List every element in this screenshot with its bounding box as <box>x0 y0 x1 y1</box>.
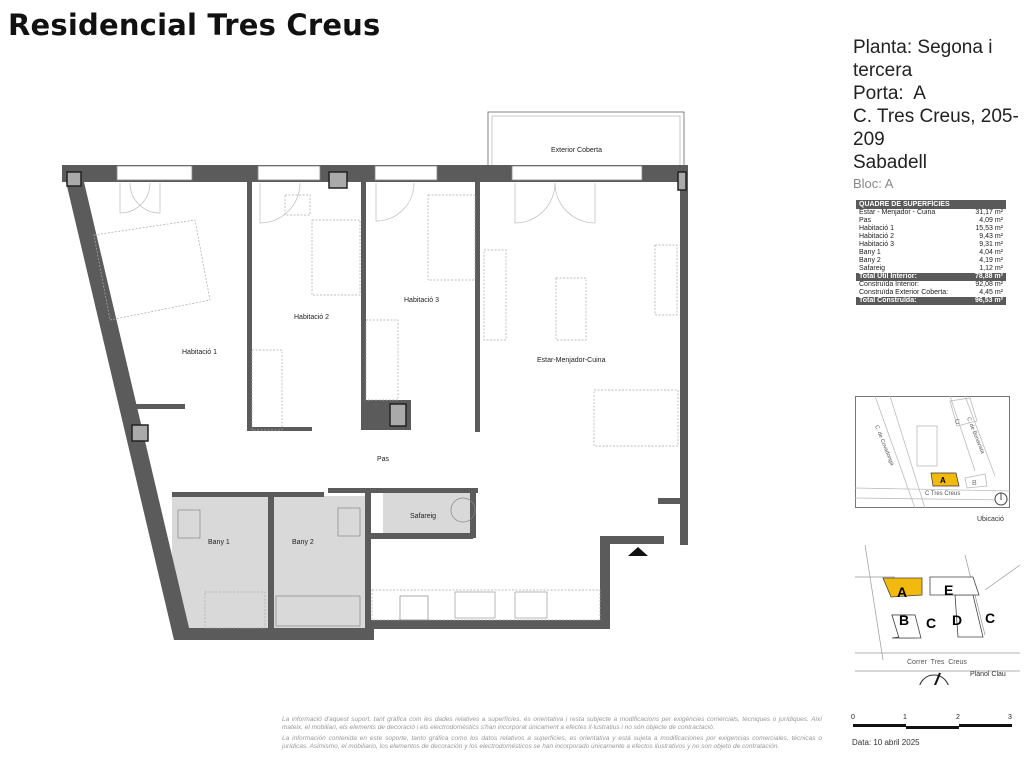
block-a-highlight <box>930 472 960 487</box>
disclaimer-ca: La informació d'aquest suport, tant gràf… <box>282 716 822 731</box>
disclaimer: La informació d'aquest suport, tant gràf… <box>282 716 822 754</box>
key-plan-caption: Plànol Clau <box>970 671 1006 678</box>
scale-tick-3: 3 <box>1008 714 1012 721</box>
room-label-safareig: Safareig <box>410 513 437 520</box>
room-label-bany-1: Bany 1 <box>208 539 230 546</box>
row-label: Pas <box>859 217 872 224</box>
row-value: 9,31 m² <box>979 241 1003 248</box>
scale-tick-0: 0 <box>851 714 855 721</box>
map-block-b: B <box>972 480 977 487</box>
key-street: Correr Tres Creus <box>907 659 967 666</box>
room-label-pas: Pas <box>377 456 390 463</box>
row-label: Estar - Menjador - Cuina <box>859 209 936 216</box>
row-label: Construïda Interior: <box>859 281 919 288</box>
street-tres-creus: C Tres Creus <box>925 491 960 497</box>
table-row: Bany 1 4,04 m² <box>856 249 1006 257</box>
row-label: Safareig <box>859 265 886 272</box>
room-label-habitacio-3: Habitació 3 <box>404 297 440 304</box>
table-row: Pas 4,09 m² <box>856 217 1006 225</box>
table-row: Construïda Exterior Coberta: 4,45 m² <box>856 289 1006 297</box>
row-value: 1,12 m² <box>979 265 1003 272</box>
row-label: Habitació 1 <box>859 225 895 232</box>
row-label: Total Útil Interior: <box>859 273 917 280</box>
windows <box>116 165 643 181</box>
surfaces-header: QUADRE DE SUPERFÍCIES <box>856 200 1006 209</box>
table-row: Safareig 1,12 m² <box>856 265 1006 273</box>
room-label-habitacio-2: Habitació 2 <box>294 314 330 321</box>
row-label: Habitació 3 <box>859 241 895 248</box>
room-label-habitacio-1: Habitació 1 <box>182 349 218 356</box>
disclaimer-es: La información contenida en este soporte… <box>282 735 822 750</box>
key-block-c2: C <box>985 610 995 626</box>
row-label: Construïda Exterior Coberta: <box>859 289 949 296</box>
row-value: 4,09 m² <box>979 217 1003 224</box>
table-row: Bany 2 4,19 m² <box>856 257 1006 265</box>
row-value: 4,45 m² <box>979 289 1003 296</box>
surfaces-table: QUADRE DE SUPERFÍCIES Estar - Menjador -… <box>856 200 1006 305</box>
map-block-c: C <box>955 419 960 426</box>
row-value: 92,08 m² <box>975 281 1003 288</box>
entrance-arrow-icon <box>628 547 648 556</box>
columns <box>66 171 687 442</box>
room-label-exterior: Exterior Coberta <box>551 147 602 154</box>
date-label: Data: 10 abril 2025 <box>852 738 920 747</box>
table-row: Estar - Menjador - Cuina 31,17 m² <box>856 209 1006 217</box>
table-row: Habitació 2 9,43 m² <box>856 233 1006 241</box>
page-title: Residencial Tres Creus <box>8 8 381 42</box>
row-value: 15,53 m² <box>975 225 1003 232</box>
city-label: Sabadell <box>853 152 927 173</box>
table-row: Construïda Interior: 92,08 m² <box>856 281 1006 289</box>
room-label-bany-2: Bany 2 <box>292 539 314 546</box>
bathroom-2-floor <box>274 496 366 628</box>
unit-info: Planta: Segona i tercera Porta: A C. Tre… <box>853 36 1024 194</box>
total-util-row: Total Útil Interior: 78,88 m² <box>856 273 1006 281</box>
row-label: Bany 1 <box>859 249 881 256</box>
room-label-estar: Estar-Menjador-Cuina <box>537 357 606 364</box>
north-arrow-icon <box>933 672 941 685</box>
key-block-d: D <box>952 612 962 628</box>
key-plan: A E B C D C Correr Tres Creus <box>855 545 1020 685</box>
block-label: Bloc: A <box>853 176 894 191</box>
row-label: Bany 2 <box>859 257 881 264</box>
row-value: 96,53 m² <box>974 297 1003 304</box>
furniture <box>93 194 679 629</box>
key-block-b: B <box>899 612 909 628</box>
key-block-c: C <box>926 615 936 631</box>
scale-bar: 0 1 2 3 <box>851 714 1012 729</box>
table-row: Habitació 3 9,31 m² <box>856 241 1006 249</box>
map-block-a: A <box>940 476 946 485</box>
location-map: A B C C Tres Creus C. de Covadonga C. de… <box>855 396 1010 508</box>
total-construida-row: Total Construïda: 96,53 m² <box>856 297 1006 305</box>
scale-tick-1: 1 <box>903 714 907 721</box>
row-label: Habitació 2 <box>859 233 895 240</box>
row-value: 4,04 m² <box>979 249 1003 256</box>
table-row: Habitació 1 15,53 m² <box>856 225 1006 233</box>
bathroom-1-floor <box>172 496 268 628</box>
floor-label: Planta: Segona i tercera <box>853 37 993 81</box>
door-swings <box>119 182 596 224</box>
key-block-a: A <box>897 584 907 600</box>
address-label: C. Tres Creus, 205-209 <box>853 106 1019 150</box>
door-label: Porta: A <box>853 83 926 104</box>
row-value: 78,88 m² <box>974 273 1003 280</box>
row-value: 4,19 m² <box>979 257 1003 264</box>
row-label: Total Construïda: <box>859 297 917 304</box>
key-block-e: E <box>944 582 953 598</box>
scale-tick-2: 2 <box>956 714 960 721</box>
row-value: 9,43 m² <box>979 233 1003 240</box>
row-value: 31,17 m² <box>975 209 1003 216</box>
location-caption: Ubicació <box>977 516 1004 523</box>
